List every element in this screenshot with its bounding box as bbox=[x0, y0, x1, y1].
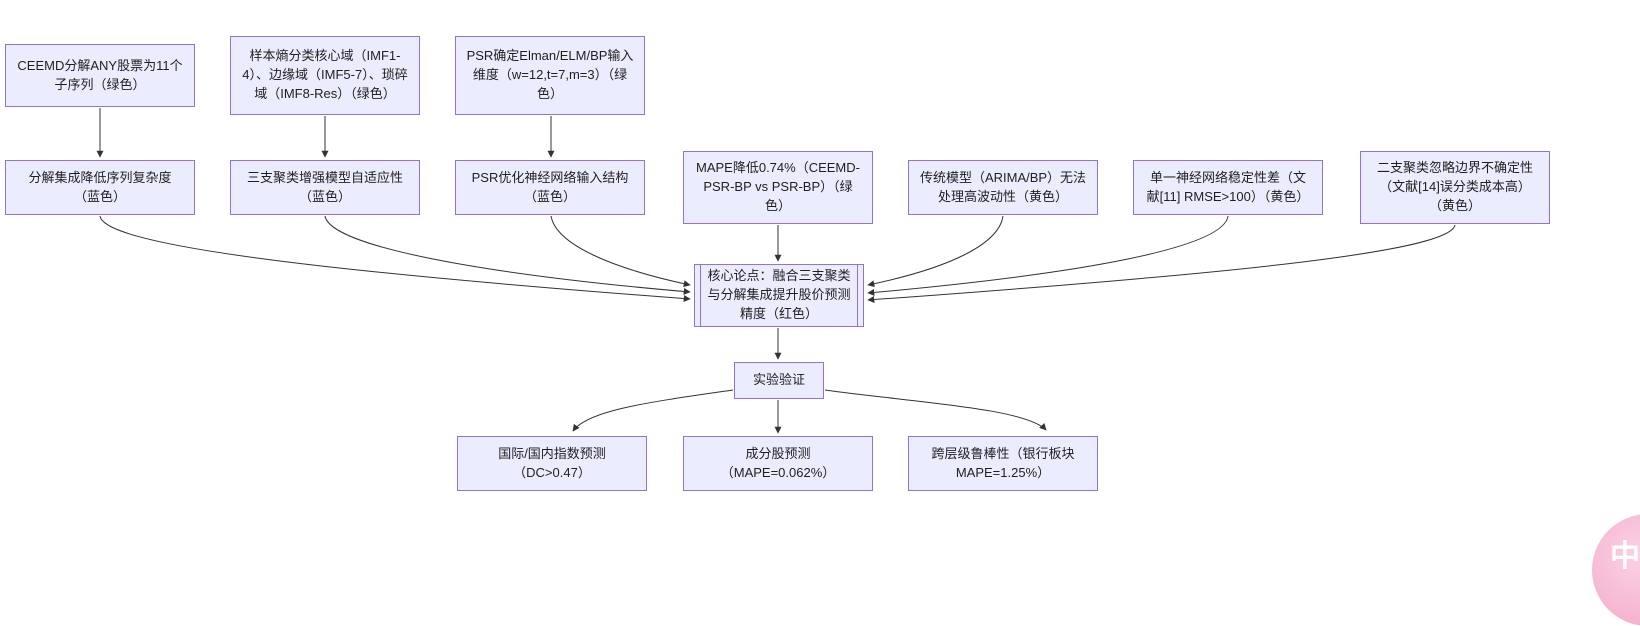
edge-l-m bbox=[572, 389, 734, 432]
edge-h-k bbox=[867, 215, 1004, 288]
edge-l-o bbox=[824, 389, 1047, 431]
translate-button[interactable]: 中A bbox=[1592, 514, 1640, 626]
node-mape-improvement: MAPE降低0.74%（CEEMD-PSR-BP vs PSR-BP）（绿色） bbox=[683, 151, 873, 224]
node-constituent-prediction: 成分股预测（MAPE=0.062%） bbox=[683, 436, 873, 491]
node-psr-dimensions: PSR确定Elman/ELM/BP输入维度（w=12,t=7,m=3）（绿色） bbox=[455, 36, 645, 115]
edge-f-k bbox=[550, 215, 691, 288]
node-single-nn-instability: 单一神经网络稳定性差（文献[11] RMSE>100）（黄色） bbox=[1133, 160, 1323, 215]
node-sample-entropy: 样本熵分类核心域（IMF1-4）、边缘域（IMF5-7）、琐碎域（IMF8-Re… bbox=[230, 36, 420, 115]
node-experiment-validation: 实验验证 bbox=[734, 362, 824, 399]
node-ceemd-decompose: CEEMD分解ANY股票为11个子序列（绿色） bbox=[5, 44, 195, 107]
node-index-prediction: 国际/国内指数预测（DC>0.47） bbox=[457, 436, 647, 491]
node-three-way-adaptivity: 三支聚类增强模型自适应性（蓝色） bbox=[230, 160, 420, 215]
node-cross-level-robustness: 跨层级鲁棒性（银行板块MAPE=1.25%） bbox=[908, 436, 1098, 491]
edge-j-k bbox=[867, 224, 1456, 304]
edge-d-k bbox=[99, 215, 691, 303]
edge-e-k bbox=[324, 215, 691, 295]
node-two-way-limit: 二支聚类忽略边界不确定性（文献[14]误分类成本高）（黄色） bbox=[1360, 151, 1550, 224]
node-decompose-complexity: 分解集成降低序列复杂度（蓝色） bbox=[5, 160, 195, 215]
node-psr-input-structure: PSR优化神经网络输入结构（蓝色） bbox=[455, 160, 645, 215]
node-traditional-model-limit: 传统模型（ARIMA/BP）无法处理高波动性（黄色） bbox=[908, 160, 1098, 215]
translate-icon: 中A bbox=[1610, 540, 1640, 573]
edge-i-k bbox=[867, 215, 1229, 296]
node-core-thesis: 核心论点：融合三支聚类与分解集成提升股价预测精度（红色） bbox=[694, 264, 864, 327]
